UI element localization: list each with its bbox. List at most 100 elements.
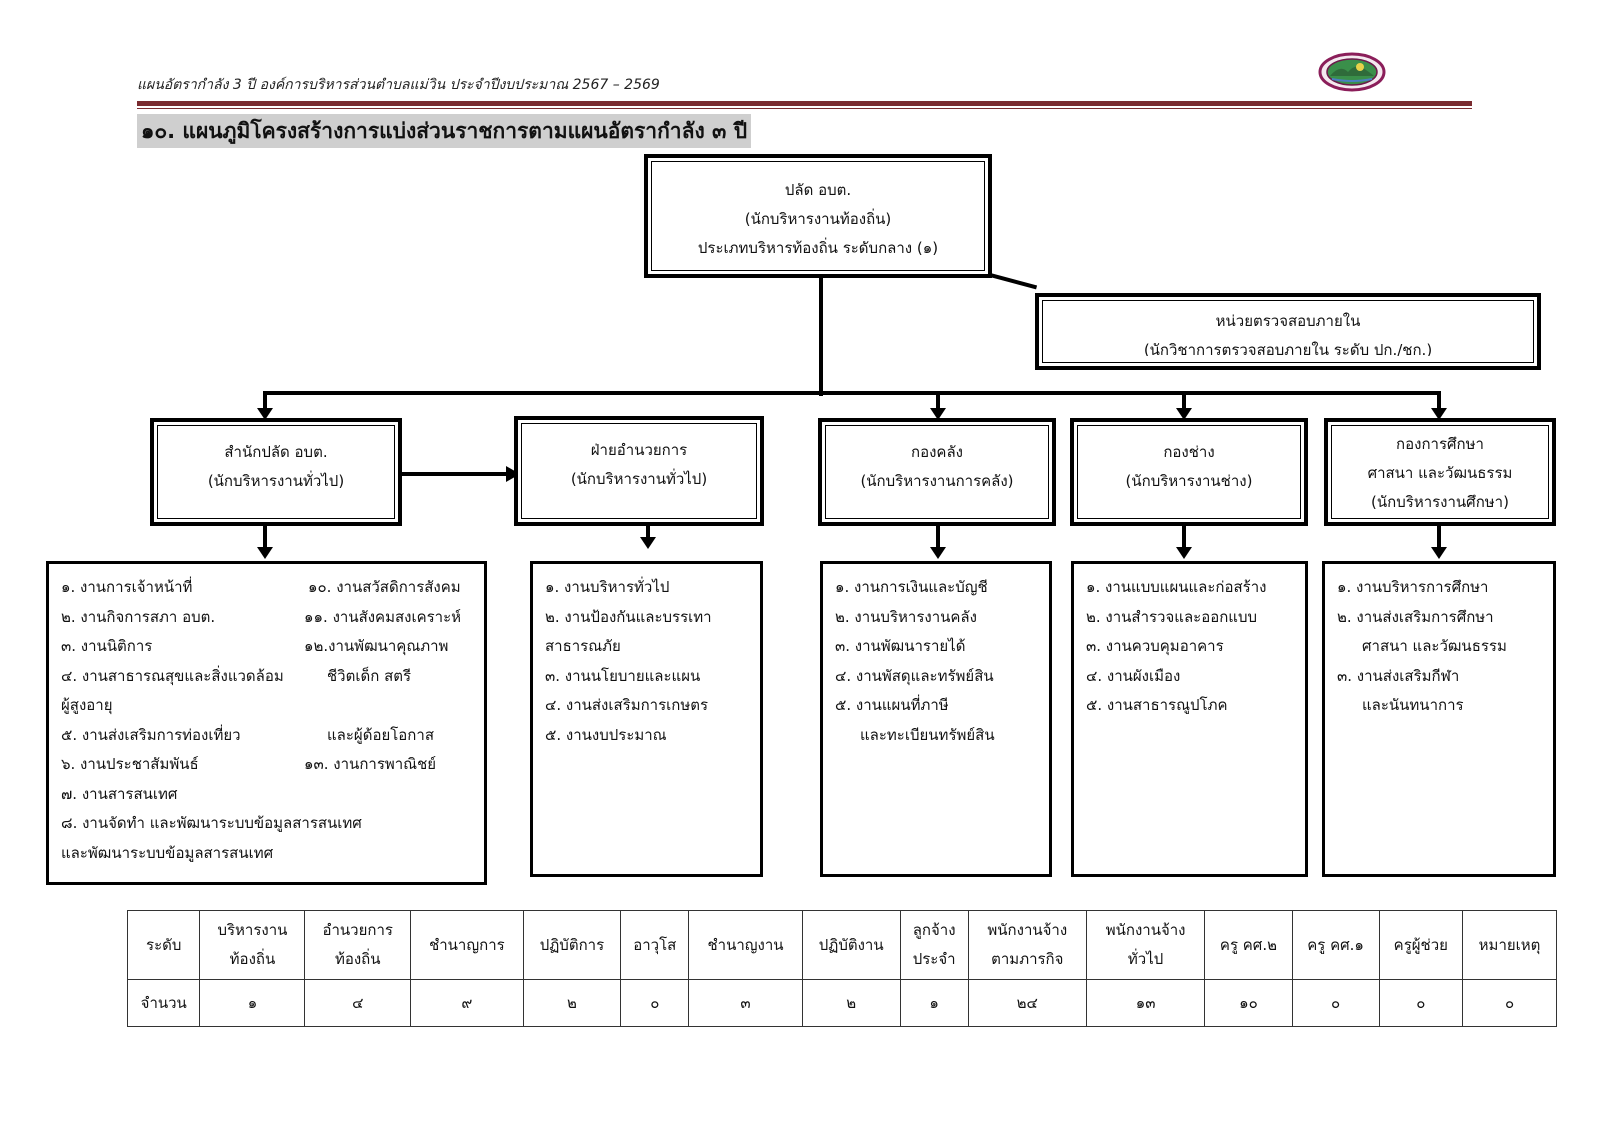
task-item: ๔. งานพัสดุและทรัพย์สิน — [835, 666, 994, 685]
task-row: ๖. งานประชาสัมพันธ์ ๑๓. งานการพาณิชย์ — [61, 750, 472, 780]
task-item: ๑. งานบริหารการศึกษา — [1337, 578, 1489, 596]
connector-top-vertical — [819, 276, 823, 396]
task-item: ๓. งานพัฒนารายได้ — [835, 637, 966, 655]
task-row: ๘. งานจัดทำ และพัฒนาระบบข้อมูลสารสนเทศ — [61, 809, 472, 839]
table-cell: ๐ — [620, 979, 690, 1027]
table-cell: ๐ — [1462, 979, 1557, 1027]
connector-horizontal-bus — [263, 391, 1441, 395]
arrow-down-icon — [257, 547, 273, 559]
table-header-cell: ครู คศ.๒ — [1204, 910, 1293, 980]
table-row: จำนวน ๑ ๔ ๙ ๒ ๐ ๓ ๒ ๑ ๒๔ ๑๓ ๑๐ ๐ ๐ ๐ — [126, 979, 1557, 1027]
task-item: ๕. งานแผนที่ภาษี — [835, 696, 949, 714]
table-cell: ๔ — [304, 979, 412, 1027]
task-item: ๓. งานนิติการ — [61, 637, 153, 655]
task-item: ๓. งานควบคุมอาคาร — [1086, 637, 1224, 655]
division-box-finance: กองคลัง (นักบริหารงานการคลัง) — [818, 418, 1056, 526]
table-header-cell: ปฏิบัติการ — [522, 910, 622, 980]
task-row: ๔. งานสาธารณสุขและสิ่งแวดล้อมชีวิตเด็ก ส… — [61, 662, 472, 692]
task-item: และพัฒนาระบบข้อมูลสารสนเทศ — [61, 843, 274, 862]
task-row: และพัฒนาระบบข้อมูลสารสนเทศ — [61, 839, 472, 869]
table-header-cell: ปฏิบัติงาน — [801, 910, 901, 980]
table-cell: ๐ — [1378, 979, 1464, 1027]
table-header-cell: หมายเหตุ — [1462, 910, 1557, 980]
task-item: ๑. งานบริหารทั่วไป — [545, 578, 670, 596]
connector-office-to-admin — [402, 472, 512, 476]
table-cell: ๒๔ — [967, 979, 1087, 1027]
table-cell: ๒ — [801, 979, 901, 1027]
chief-title: ปลัด อบต. — [784, 181, 852, 199]
arrow-down-icon — [1176, 547, 1192, 559]
table-cell: ๒ — [522, 979, 622, 1027]
chief-administrator-box: ปลัด อบต. (นักบริหารงานท้องถิ่น) ประเภทบ… — [644, 154, 992, 278]
audit-title: หน่วยตรวจสอบภายใน — [1215, 312, 1361, 330]
task-item: ๑๓. งานการพาณิชย์ — [304, 755, 437, 773]
division-box-office: สำนักปลัด อบต. (นักบริหารงานทั่วไป) — [150, 418, 402, 526]
division-position: (นักบริหารงานการคลัง) — [860, 472, 1014, 490]
connector-down-4 — [1182, 391, 1186, 411]
task-item: ๗. งานสารสนเทศ — [61, 784, 178, 803]
arrow-down-icon — [1431, 547, 1447, 559]
task-item: ๑. งานการเงินและบัญชี — [835, 578, 988, 596]
task-item: ๒. งานบริหารงานคลัง — [835, 607, 977, 626]
task-row: ๑. งานการเจ้าหน้าที่๑๐. งานสวัสดิการสังค… — [61, 573, 472, 603]
table-header-cell: บริหารงานท้องถิ่น — [199, 910, 306, 980]
task-item: ๖. งานประชาสัมพันธ์ — [61, 755, 199, 773]
task-item: ชีวิตเด็ก สตรี — [327, 666, 412, 685]
section-title: ๑๐. แผนภูมิโครงสร้างการแบ่งส่วนราชการตาม… — [137, 114, 752, 148]
connector-tasks-2 — [646, 525, 650, 537]
task-item: ๓. งานส่งเสริมกีฬา — [1337, 666, 1460, 685]
division-title: กองการศึกษา — [1396, 435, 1484, 453]
division-box-education: กองการศึกษา ศาสนา และวัฒนธรรม (นักบริหาร… — [1324, 418, 1556, 526]
task-item: สาธารณภัย — [545, 637, 621, 655]
table-header-cell: ชำนาญงาน — [688, 910, 803, 980]
task-row: ผู้สูงอายุ — [61, 691, 472, 721]
task-row: ๓. งานนิติการ ๑๒.งานพัฒนาคุณภาพ — [61, 632, 472, 662]
table-header-cell: พนักงานจ้างทั่วไป — [1085, 910, 1206, 980]
table-cell: ๑๓ — [1085, 979, 1206, 1027]
task-list-administration: ๑. งานบริหารทั่วไป ๒. งานป้องกันและบรรเท… — [530, 561, 763, 877]
arrow-down-icon — [1431, 408, 1447, 420]
task-item: ๓. งานนโยบายและแผน — [545, 666, 701, 685]
task-item: ๒. งานป้องกันและบรรเทา — [545, 607, 712, 626]
connector-down-5 — [1437, 391, 1441, 411]
task-item: ๑๐. งานสวัสดิการสังคม — [308, 578, 461, 596]
arrow-down-icon — [930, 408, 946, 420]
task-item: ๑๑. งานสังคมสงเคราะห์ — [304, 607, 462, 626]
task-item: ๔. งานผังเมือง — [1086, 666, 1181, 685]
connector-tasks-3 — [936, 525, 940, 547]
chief-position: (นักบริหารงานท้องถิ่น) — [744, 210, 892, 228]
table-row-label: ระดับ — [126, 910, 201, 980]
division-position: (นักบริหารงานทั่วไป) — [207, 472, 345, 490]
arrow-down-icon — [257, 408, 273, 420]
table-cell: ๑๐ — [1204, 979, 1293, 1027]
table-cell: ๑ — [899, 979, 969, 1027]
task-item: และนันทนาการ — [1362, 696, 1464, 714]
table-header-cell: ครูผู้ช่วย — [1378, 910, 1464, 980]
task-row: ๒. งานกิจการสภา อบต.๑๑. งานสังคมสงเคราะห… — [61, 603, 472, 633]
staff-summary-table: ระดับ บริหารงานท้องถิ่น อำนวยการท้องถิ่น… — [126, 910, 1557, 1027]
table-row-label: จำนวน — [126, 979, 201, 1027]
division-title: กองช่าง — [1163, 443, 1215, 461]
task-item: ศาสนา และวัฒนธรรม — [1362, 637, 1507, 655]
division-position: (นักบริหารงานทั่วไป) — [570, 470, 708, 488]
table-cell: ๑ — [199, 979, 306, 1027]
arrow-down-icon — [640, 537, 656, 549]
audit-position: (นักวิชาการตรวจสอบภายใน ระดับ ปก./ชก.) — [1143, 341, 1433, 356]
connector-down-3 — [936, 391, 940, 411]
task-list-education: ๑. งานบริหารการศึกษา ๒. งานส่งเสริมการศึ… — [1322, 561, 1556, 877]
division-position: (นักบริหารงานศึกษา) — [1371, 493, 1509, 511]
connector-down-1 — [263, 391, 267, 411]
task-item: ๑๒.งานพัฒนาคุณภาพ — [304, 637, 449, 655]
table-cell: ๐ — [1291, 979, 1380, 1027]
task-item: ผู้สูงอายุ — [61, 696, 113, 714]
division-subtitle: ศาสนา และวัฒนธรรม — [1367, 464, 1513, 482]
internal-audit-box: หน่วยตรวจสอบภายใน (นักวิชาการตรวจสอบภายใ… — [1035, 293, 1541, 370]
division-position: (นักบริหารงานช่าง) — [1125, 472, 1253, 490]
task-row: ๗. งานสารสนเทศ — [61, 780, 472, 810]
header-rule-thin — [137, 108, 1472, 109]
table-cell: ๓ — [688, 979, 803, 1027]
connector-tasks-5 — [1437, 525, 1441, 547]
task-item: ๕. งานส่งเสริมการท่องเที่ยว — [61, 725, 241, 744]
task-item: และทะเบียนทรัพย์สิน — [860, 725, 995, 744]
arrow-down-icon — [930, 547, 946, 559]
